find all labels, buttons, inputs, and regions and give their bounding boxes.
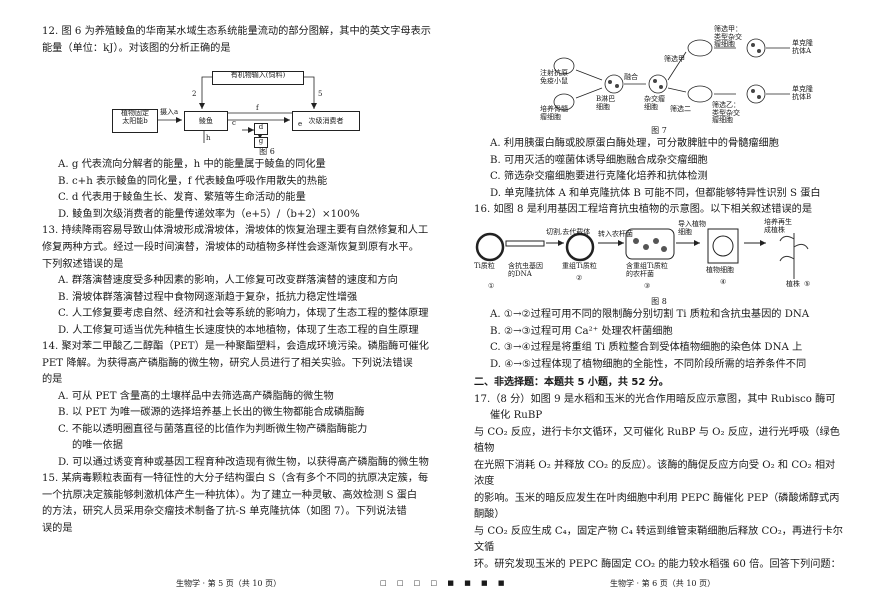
- label-c: c: [232, 119, 236, 128]
- q12-option-c: C. d 代表用于鲮鱼生长、发育、繁殖等生命活动的能量: [58, 192, 306, 204]
- mab-b-label: 单克隆 抗体B: [792, 85, 813, 101]
- fusion-label: 融合: [624, 73, 638, 81]
- producer-box: 植物固定 太阳能b: [112, 109, 158, 134]
- into-label: 转入农杆菌: [598, 229, 633, 238]
- q14-stem-line2: PET 降解。为获得高产磷脂酶的微生物，研究人员进行了相关实验。下列说法错误: [42, 357, 413, 369]
- q12-option-a: A. g 代表流向分解者的能量，h 中的能量属于鲮鱼的同化量: [58, 159, 326, 171]
- select2-label: 筛选二: [670, 105, 691, 113]
- q14-option-b: B. 以 PET 为唯一碳源的选择培养基上长出的微生物都能合成磷脂酶: [58, 407, 365, 419]
- q17-line2: 与 CO₂ 反应，进行卡尔文循环，又可催化 RuBP 与 O₂ 反应，进行光呼吸…: [474, 426, 840, 455]
- cultured-label: 培养骨髓 瘤细胞: [540, 105, 568, 121]
- q15-option-a: A. 利用胰蛋白酶或胶原蛋白酶处理，可分散脾脏中的骨髓瘤细胞: [490, 138, 779, 150]
- right-column: 注射抗原 免疫小鼠 培养骨髓 瘤细胞 B淋巴 细胞 融合 杂交瘤 细胞 筛选甲 …: [474, 25, 844, 573]
- footer-left-page: 生物学 · 第 5 页（共 10 页）: [176, 579, 282, 589]
- q14-option-c: C. 不能以透明圈直径与菌落直径的比值作为判断微生物产磷脂酶能力: [58, 423, 368, 435]
- q14-stem-line1: 14. 聚对苯二甲酸乙二醇酯（PET）是一种聚酯塑料，会造成环境污染。磷脂酶可催…: [42, 341, 429, 353]
- figure-6-caption: 图 6: [259, 147, 275, 157]
- section-2-heading: 二、非选择题：本题共 5 小题，共 52 分。: [474, 377, 669, 389]
- grow-label: 培养再生 成植株: [764, 217, 792, 234]
- q15-stem-line4: 误的是: [42, 522, 73, 534]
- q15-stem-line3: 的方法，研究人员采用杂交瘤技术制备了抗-S 单克隆抗体（如图 7）。下列说法错: [42, 506, 407, 518]
- step-5: ⑤: [804, 279, 811, 288]
- q14-option-c-cont: 的唯一依据: [72, 440, 123, 452]
- q15-option-b: B. 可用灭活的噬菌体诱导细胞融合成杂交瘤细胞: [490, 154, 708, 166]
- fish-box: 鲮鱼: [184, 111, 228, 132]
- q15-option-d: D. 单克隆抗体 A 和单克隆抗体 B 可能不同，但都能够特异性识别 S 蛋白: [490, 187, 821, 199]
- recomb-label: 重组Ti质粒: [562, 261, 597, 270]
- step-3: ③: [644, 281, 651, 290]
- figure-7-caption: 图 7: [651, 126, 667, 135]
- q14-option-d: D. 可以通过诱变育种或基因工程育种改造现有微生物，以获得高产磷脂酶的微生物: [58, 456, 429, 468]
- organic-input-box: 有机物输入(饲料): [212, 71, 304, 86]
- cell-label: 植物细胞: [706, 265, 734, 274]
- box-g: g: [254, 137, 268, 149]
- q17-line4: 的影响。玉米的暗反应发生在叶肉细胞中利用 PEPC 酶催化 PEP（磷酸烯醇式丙…: [474, 492, 840, 521]
- secondary-consumer-box: 次级消费者: [292, 111, 360, 132]
- footer-right-page: 生物学 · 第 6 页（共 10 页）: [610, 579, 716, 589]
- label-e: e: [298, 120, 303, 129]
- q12-stem-line2: 能量（单位：kJ）。对该图的分析正确的是: [42, 42, 231, 54]
- b-cells-label: B淋巴 细胞: [596, 95, 616, 111]
- figure-6-energy-flow: 有机物输入(饲料) 植物固定 太阳能b 摄入a 鲮鱼 次级消费者 2 5 f c…: [42, 57, 440, 149]
- mab-a-label: 单克隆 抗体A: [792, 39, 813, 55]
- q14-stem-line3: 的是: [42, 374, 63, 386]
- footer-alignment-marks: □ □ □ □ ■ ■ ■ ■: [380, 578, 509, 587]
- q13-option-d: D. 人工修复可适当优先种植生长速度快的本地植物，体现了生态工程的自生原理: [58, 324, 419, 336]
- step-2: ②: [576, 273, 583, 282]
- infect-label: 导入植物 细胞: [678, 219, 706, 236]
- figure-8-transgenic: Ti质粒 含抗虫基因 的DNA ① 切割,去代载体 重组Ti质粒 ② 转入农杆菌…: [474, 217, 844, 297]
- q13-stem-line3: 下列叙述错误的是: [42, 258, 124, 270]
- q16-option-d: D. ④→⑤过程体现了植物细胞的全能性，不同阶段所需的培养条件不同: [490, 358, 807, 370]
- q17-line5: 与 CO₂ 反应生成 C₄，固定产物 C₄ 转运到维管束鞘细胞后释放 CO₂，再…: [474, 525, 843, 554]
- label-f: f: [256, 104, 259, 113]
- q17-line6: 环。研究发现玉米的 PEPC 酶固定 CO₂ 的能力较水稻强 60 倍。回答下列…: [474, 558, 841, 570]
- step-1: ①: [488, 281, 495, 290]
- plant-label: 植株: [786, 279, 800, 288]
- intake-a-label: 摄入a: [160, 108, 179, 117]
- q16-option-b: B. ②→③过程可用 Ca²⁺ 处理农杆菌细胞: [490, 325, 673, 337]
- agro-label: 含重组Ti质粒 的农杆菌: [626, 261, 668, 278]
- ti-label: Ti质粒: [474, 261, 495, 270]
- figure-8-shapes: [475, 228, 809, 279]
- box-d: d: [254, 123, 268, 136]
- label-5: 5: [318, 90, 323, 99]
- q16-stem: 16. 如图 8 是利用基因工程培育抗虫植物的示意图。以下相关叙述错误的是: [474, 204, 813, 216]
- q13-stem-line1: 13. 持续降雨容易导致山体滑坡形成滑坡体，滑坡体的恢复治理主要有自然修复和人工: [42, 225, 429, 237]
- inject-label: 注射抗原 免疫小鼠: [540, 69, 568, 85]
- figure-7-hybridoma: 注射抗原 免疫小鼠 培养骨髓 瘤细胞 B淋巴 细胞 融合 杂交瘤 细胞 筛选甲 …: [474, 25, 844, 126]
- cut-label: 切割,去代载体: [546, 227, 591, 236]
- q16-option-a: A. ①→②过程可用不同的限制酶分别切割 Ti 质粒和含抗虫基因的 DNA: [490, 309, 810, 321]
- q12-option-d: D. 鲮鱼到次级消费者的能量传递效率为（e+5）/（b+2）×100%: [58, 208, 360, 220]
- label-h: h: [206, 134, 211, 143]
- hybrid-label: 杂交瘤 细胞: [644, 95, 665, 111]
- q15-stem-line2: 一个抗原决定簇能够刺激机体产生一种抗体）。为了建立一种灵敏、高效检测 S 蛋白: [42, 489, 418, 501]
- q15-stem-line1: 15. 某病毒颗粒表面有一特征性的大分子结构蛋白 S（含有多个不同的抗原决定簇，…: [42, 473, 429, 485]
- q17-line1: 17.（8 分）如图 9 是水稻和玉米的光合作用暗反应示意图，其中 Rubisc…: [474, 393, 836, 422]
- type-b-label: 筛选乙： 类型杂交 瘤细胞: [712, 101, 740, 125]
- q12-option-b: B. c+h 表示鲮鱼的同化量，f 代表鲮鱼呼吸作用散失的热能: [58, 175, 328, 187]
- left-column: 12. 图 6 为养殖鲮鱼的华南某水域生态系统能量流动的部分图解，其中的英文字母…: [42, 24, 440, 537]
- gene-label: 含抗虫基因 的DNA: [508, 261, 543, 278]
- q13-option-a: A. 群落演替速度受多种因素的影响，人工修复可改变群落演替的速度和方向: [58, 275, 398, 287]
- q13-option-c: C. 人工修复要考虑自然、经济和社会等系统的影响力，体现了生态工程的整体原理: [58, 308, 429, 320]
- select1-label: 筛选甲: [664, 55, 685, 63]
- q16-option-c: C. ③→④过程是将重组 Ti 质粒整合到受体植物细胞的染色体 DNA 上: [490, 342, 803, 354]
- q13-stem-line2: 修复两种方式。经过一段时间演替，滑坡体的动植物多样性会逐渐恢复到原有水平。: [42, 242, 419, 253]
- figure-8-caption: 图 8: [651, 296, 667, 306]
- q14-option-a: A. 可从 PET 含量高的土壤样品中去筛选高产磷脂酶的微生物: [58, 390, 334, 402]
- label-2: 2: [192, 90, 197, 99]
- step-4: ④: [720, 277, 727, 286]
- type-a-label: 筛选甲： 类型杂交 瘤细胞: [714, 25, 742, 49]
- q12-stem-line1: 12. 图 6 为养殖鲮鱼的华南某水域生态系统能量流动的部分图解，其中的英文字母…: [42, 26, 431, 37]
- q15-option-c: C. 筛选杂交瘤细胞要进行克隆化培养和抗体检测: [490, 171, 708, 183]
- q13-option-b: B. 滑坡体群落演替过程中食物网逐渐趋于复杂，抵抗力稳定性增强: [58, 291, 358, 303]
- figure-7-arrows: [553, 38, 790, 111]
- q17-line3: 在光照下消耗 O₂ 并释放 CO₂ 的反应）。该酶的酶促反应方向受 O₂ 和 C…: [474, 459, 836, 488]
